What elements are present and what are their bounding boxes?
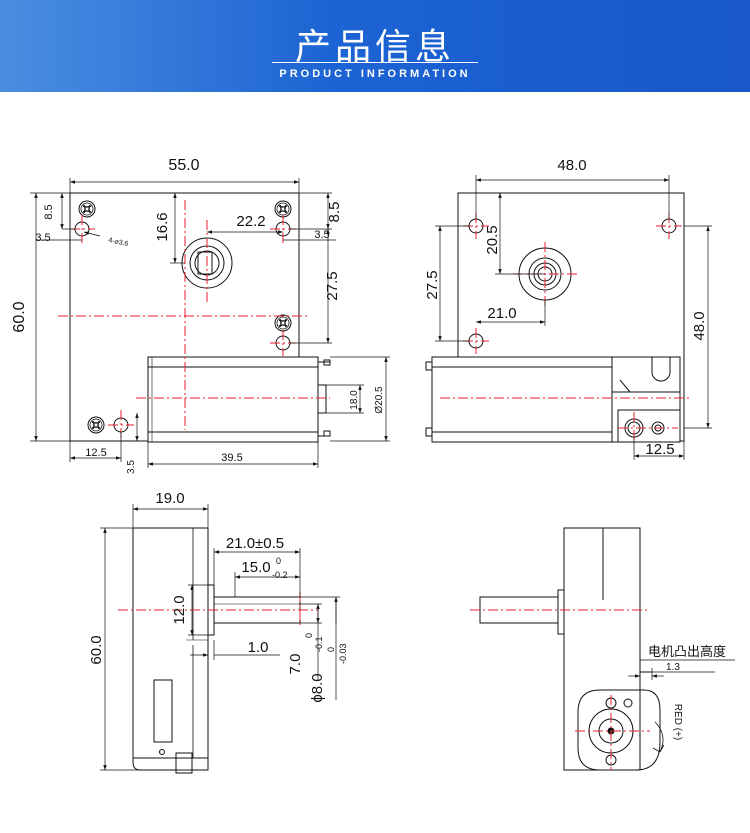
dim-label: 20.5 bbox=[484, 225, 501, 254]
title-divider bbox=[272, 62, 478, 63]
back-side-view bbox=[479, 527, 661, 771]
rear-motor-body bbox=[431, 356, 613, 443]
header-banner: 产品信息 PRODUCT INFORMATION bbox=[0, 0, 750, 92]
dim-label: 55.0 bbox=[168, 157, 199, 174]
dim-label: 8.5 bbox=[326, 202, 343, 223]
rear-dimension-lines bbox=[435, 175, 712, 460]
dim-label: 3.5 bbox=[126, 460, 137, 474]
page-subtitle: PRODUCT INFORMATION bbox=[279, 68, 471, 80]
dim-label: 48.0 bbox=[557, 157, 586, 174]
side-dimension-labels: 19.0 21.0±0.5 15.0 0 -0.2 12.0 1.0 7.0 0… bbox=[88, 490, 348, 703]
dim-label: 19.0 bbox=[155, 490, 184, 507]
side-dimension-lines bbox=[100, 504, 340, 771]
dim-label: 8.5 bbox=[43, 204, 55, 219]
dim-label: 16.6 bbox=[154, 212, 171, 241]
dim-tolerance: -0.03 bbox=[338, 643, 348, 664]
dim-label: 18.0 bbox=[349, 390, 360, 410]
side-body-outline bbox=[132, 527, 209, 771]
front-screw-icon bbox=[274, 314, 292, 332]
front-centerlines bbox=[58, 200, 330, 440]
rear-view bbox=[425, 192, 685, 443]
front-screw-icon bbox=[87, 416, 105, 434]
front-dimension-labels: 55.0 60.0 8.5 3.5 4-⌀3.6 16.6 22.2 8.5 3… bbox=[11, 157, 385, 474]
dim-label: 21.0±0.5 bbox=[226, 535, 284, 552]
dim-label: 1.0 bbox=[248, 639, 269, 656]
dim-label: 3.5 bbox=[314, 229, 329, 241]
dim-label: 4-⌀3.6 bbox=[108, 237, 129, 248]
dim-label: ϕ8.0 bbox=[309, 673, 326, 702]
dim-tolerance: -0.2 bbox=[272, 570, 288, 580]
dim-label: 27.5 bbox=[424, 270, 441, 299]
dim-label: 1.3 bbox=[666, 662, 680, 673]
dim-label: 12.5 bbox=[85, 447, 106, 459]
dim-tolerance: -0.1 bbox=[314, 636, 324, 652]
dim-label: 27.5 bbox=[324, 271, 341, 300]
dim-label: 39.5 bbox=[221, 452, 242, 464]
dim-label: 3.5 bbox=[35, 232, 50, 244]
dim-label: 15.0 bbox=[241, 559, 270, 576]
back-side-labels: 电机凸出高度 1.3 RED (+) bbox=[648, 644, 726, 753]
dim-label: 48.0 bbox=[691, 311, 708, 340]
dim-tolerance: 0 bbox=[326, 647, 336, 652]
front-view bbox=[69, 192, 331, 443]
rear-centerlines bbox=[440, 213, 690, 444]
dim-label: 60.0 bbox=[88, 635, 105, 664]
dim-label: 12.5 bbox=[645, 441, 674, 458]
protrusion-note: 电机凸出高度 bbox=[648, 644, 726, 659]
dim-tolerance: 0 bbox=[276, 556, 281, 566]
front-screw-icon bbox=[274, 200, 292, 218]
dim-label: 21.0 bbox=[487, 305, 516, 322]
side-view bbox=[132, 527, 301, 774]
back-side-body-outline bbox=[563, 527, 641, 771]
rear-dimension-labels: 48.0 20.5 27.5 21.0 48.0 12.5 bbox=[424, 157, 708, 458]
polarity-label: RED (+) bbox=[672, 704, 683, 740]
front-motor-body bbox=[147, 356, 319, 443]
dim-label: Ø20.5 bbox=[374, 386, 385, 414]
dim-label: 22.2 bbox=[236, 213, 265, 230]
back-side-dimension-lines bbox=[628, 659, 735, 680]
side-centerlines bbox=[118, 592, 318, 628]
dim-label: 12.0 bbox=[171, 595, 188, 624]
page-title: 产品信息 bbox=[294, 27, 455, 68]
back-side-centerlines bbox=[470, 609, 650, 770]
front-screw-icon bbox=[78, 200, 96, 218]
front-dimension-lines bbox=[30, 178, 390, 468]
dim-label: 7.0 bbox=[287, 654, 304, 675]
dim-tolerance: 0 bbox=[304, 633, 314, 638]
dim-label: 60.0 bbox=[11, 301, 28, 332]
